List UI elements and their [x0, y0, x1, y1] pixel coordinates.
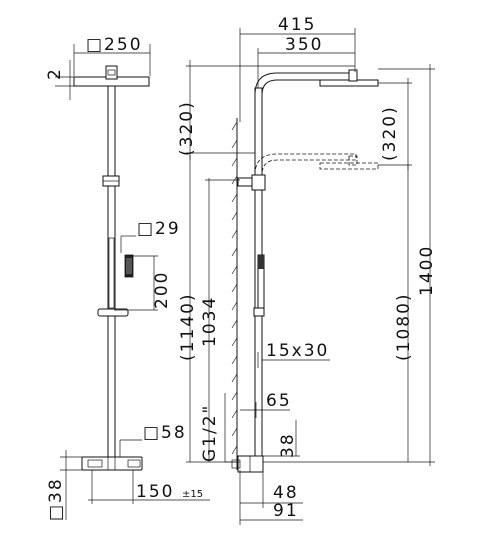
front-mixer-size-label: □58: [143, 423, 187, 443]
front-head-size-label: □250: [86, 35, 143, 55]
side-height-1400-label: 1400: [417, 245, 437, 296]
side-arm-projection-label: 350: [285, 35, 323, 55]
wall-hatch: [231, 118, 238, 470]
front-mixer-depth-label: □38: [46, 477, 66, 521]
side-view: 415 350 (320) (1140) 1034 G1/2" (320) (1…: [177, 15, 437, 525]
side-thread-label: G1/2": [200, 404, 220, 462]
front-shelf: [97, 308, 129, 317]
side-dim-91-label: 91: [273, 501, 299, 521]
front-center-distance-label: 150: [136, 482, 174, 502]
front-tolerance-label: ±15: [182, 489, 203, 500]
side-height-1034-label: 1034: [200, 296, 220, 347]
front-hand-shower-length-label: 200: [152, 271, 172, 309]
side-overall-projection-label: 415: [278, 15, 316, 35]
front-head-connector: [105, 65, 118, 80]
side-shelf: [253, 307, 265, 317]
side-dim-48-label: 48: [273, 483, 299, 503]
side-height-1080-label: (1080): [394, 292, 414, 361]
side-head-drop-left-label: (320): [177, 100, 197, 156]
side-height-1140-label: (1140): [178, 292, 198, 361]
front-view: □250 2 □29 200 □58 □38 150 ±15: [45, 35, 210, 521]
side-dim-65-label: 65: [266, 391, 292, 411]
front-hand-shower-size-label: □29: [137, 219, 181, 239]
side-mixer: [237, 455, 264, 473]
side-dim-38-label: 38: [278, 432, 298, 458]
front-head-thickness-label: 2: [45, 67, 65, 80]
front-mixer: [81, 456, 143, 471]
side-shower-arm-lowered: [254, 153, 357, 176]
side-bar-section-label: 15x30: [266, 341, 329, 361]
side-head-drop-right-label: (320): [380, 105, 400, 161]
side-shower-head-lowered: [319, 162, 379, 170]
